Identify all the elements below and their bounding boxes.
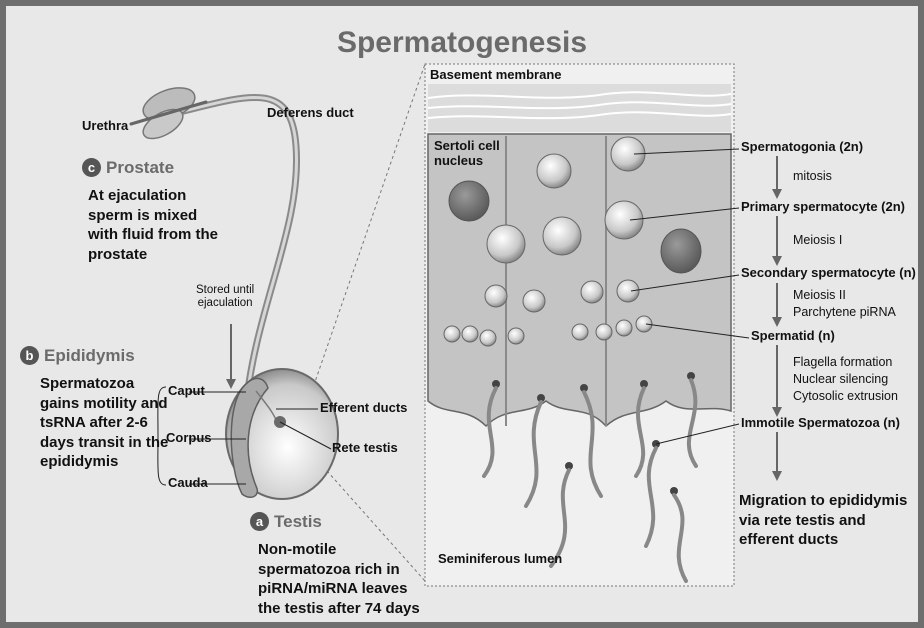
section-testis-name: Testis [274, 512, 322, 531]
section-prostate-name: Prostate [106, 158, 174, 177]
stage-secondary-spermatocyte: Secondary spermatocyte (n) [741, 266, 916, 281]
label-rete-testis: Rete testis [332, 441, 398, 456]
stage-spermatid: Spermatid (n) [751, 329, 835, 344]
zoom-guide-lines [292, 64, 425, 581]
stage-spermatogonia: Spermatogonia (2n) [741, 140, 863, 155]
label-cauda: Cauda [168, 476, 208, 491]
testis-illustration [226, 369, 338, 499]
stage-immotile-spermatozoa: Immotile Spermatozoa (n) [741, 416, 900, 431]
section-epididymis-text: Spermatozoa gains motility and tsRNA aft… [40, 374, 170, 472]
badge-b: b [20, 346, 39, 365]
section-testis-heading: a Testis [250, 512, 322, 532]
label-basement-membrane: Basement membrane [430, 68, 562, 83]
process-meiosis-2: Meiosis II Parchytene piRNA [793, 287, 896, 321]
label-caput: Caput [168, 384, 205, 399]
process-mitosis: mitosis [793, 168, 832, 185]
stage-primary-spermatocyte: Primary spermatocyte (2n) [741, 200, 905, 215]
section-testis-text: Non-motile spermatozoa rich in piRNA/miR… [258, 540, 424, 618]
badge-c: c [82, 158, 101, 177]
label-efferent-ducts: Efferent ducts [320, 401, 407, 416]
label-deferens-duct: Deferens duct [267, 106, 354, 121]
label-stored: Stored until ejaculation [196, 284, 254, 310]
section-epididymis-name: Epididymis [44, 346, 135, 365]
section-prostate-heading: c Prostate [82, 158, 174, 178]
process-flagella: Flagella formation Nuclear silencing Cyt… [793, 354, 898, 405]
badge-a: a [250, 512, 269, 531]
label-sertoli-nucleus: Sertoli cell nucleus [434, 139, 500, 169]
section-prostate-text: At ejaculation sperm is mixed with fluid… [88, 186, 228, 264]
section-epididymis-heading: b Epididymis [20, 346, 135, 366]
label-corpus: Corpus [166, 431, 212, 446]
label-urethra: Urethra [82, 119, 128, 134]
diagram-title: Spermatogenesis [6, 26, 918, 61]
process-meiosis-1: Meiosis I [793, 232, 842, 249]
migration-text: Migration to epididymis via rete testis … [739, 491, 914, 550]
label-seminiferous-lumen: Seminiferous lumen [438, 552, 562, 567]
